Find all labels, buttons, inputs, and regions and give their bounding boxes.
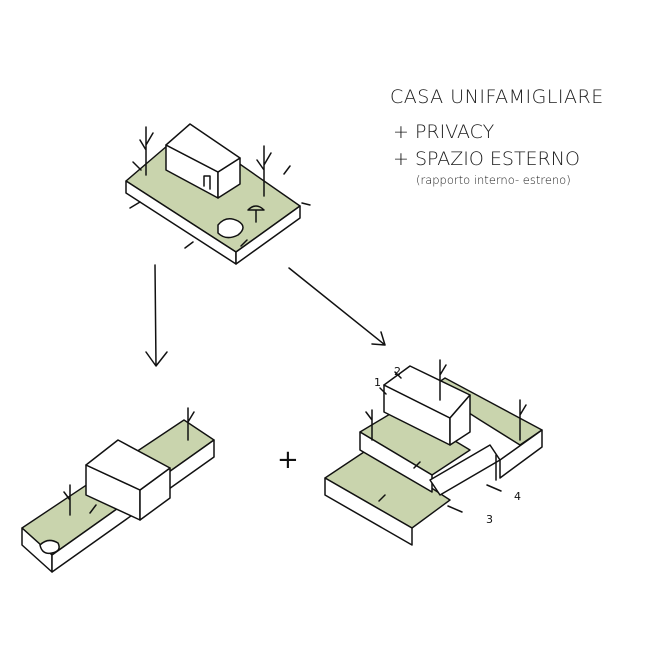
label-1: 1 [374,376,381,389]
sketch-house-on-plot [125,123,311,265]
plus-operator: + [277,445,299,475]
arrow-down [145,264,168,367]
sketch-privacy [21,407,215,573]
label-4: 4 [514,490,521,503]
label-2: 2 [394,365,401,378]
point-privacy: + PRIVACY [393,121,495,143]
sketch-privacy-outdoor [324,359,543,546]
label-3: 3 [486,513,493,526]
arrow-diagonal [288,267,386,346]
note: (rapporto interno- estreno) [416,173,571,187]
point-outdoor-space: + SPAZIO ESTERNO [393,148,580,170]
title: CASA UNIFAMIGLIARE [390,86,604,108]
